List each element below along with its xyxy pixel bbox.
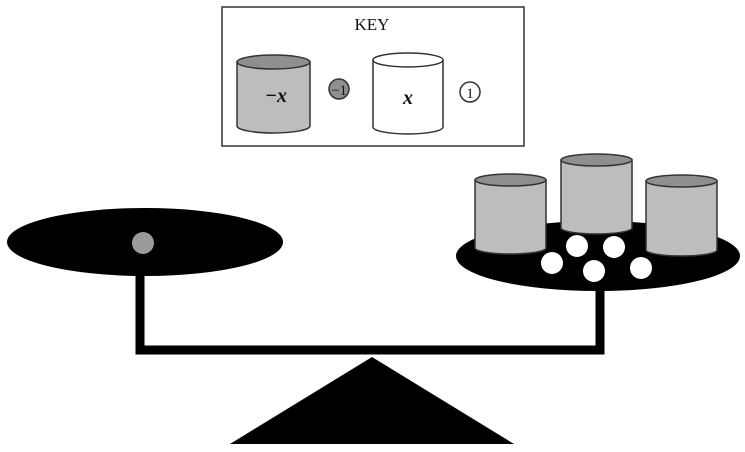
one-tile (603, 236, 625, 258)
key-title: KEY (355, 15, 390, 34)
key-box: KEY −x −1 x 1 (221, 6, 525, 147)
negative-x-cylinder (474, 173, 547, 255)
fulcrum (230, 357, 514, 444)
negative-one-tile-key: −1 (328, 78, 350, 100)
negative-one-tile (132, 232, 154, 254)
one-tile (630, 257, 652, 279)
negative-one-label: −1 (331, 83, 347, 99)
scale-beam (135, 268, 605, 355)
negative-x-cylinder-key: −x (236, 54, 311, 134)
negative-x-label: −x (265, 85, 287, 107)
one-tile (583, 260, 605, 282)
one-tile (541, 252, 563, 274)
one-tile-key: 1 (459, 81, 481, 103)
negative-x-cylinder (560, 153, 633, 235)
x-label: x (402, 87, 413, 109)
x-cylinder-key: x (372, 52, 444, 135)
one-label: 1 (466, 86, 474, 102)
negative-x-cylinder (645, 174, 718, 257)
one-tile (566, 235, 588, 257)
